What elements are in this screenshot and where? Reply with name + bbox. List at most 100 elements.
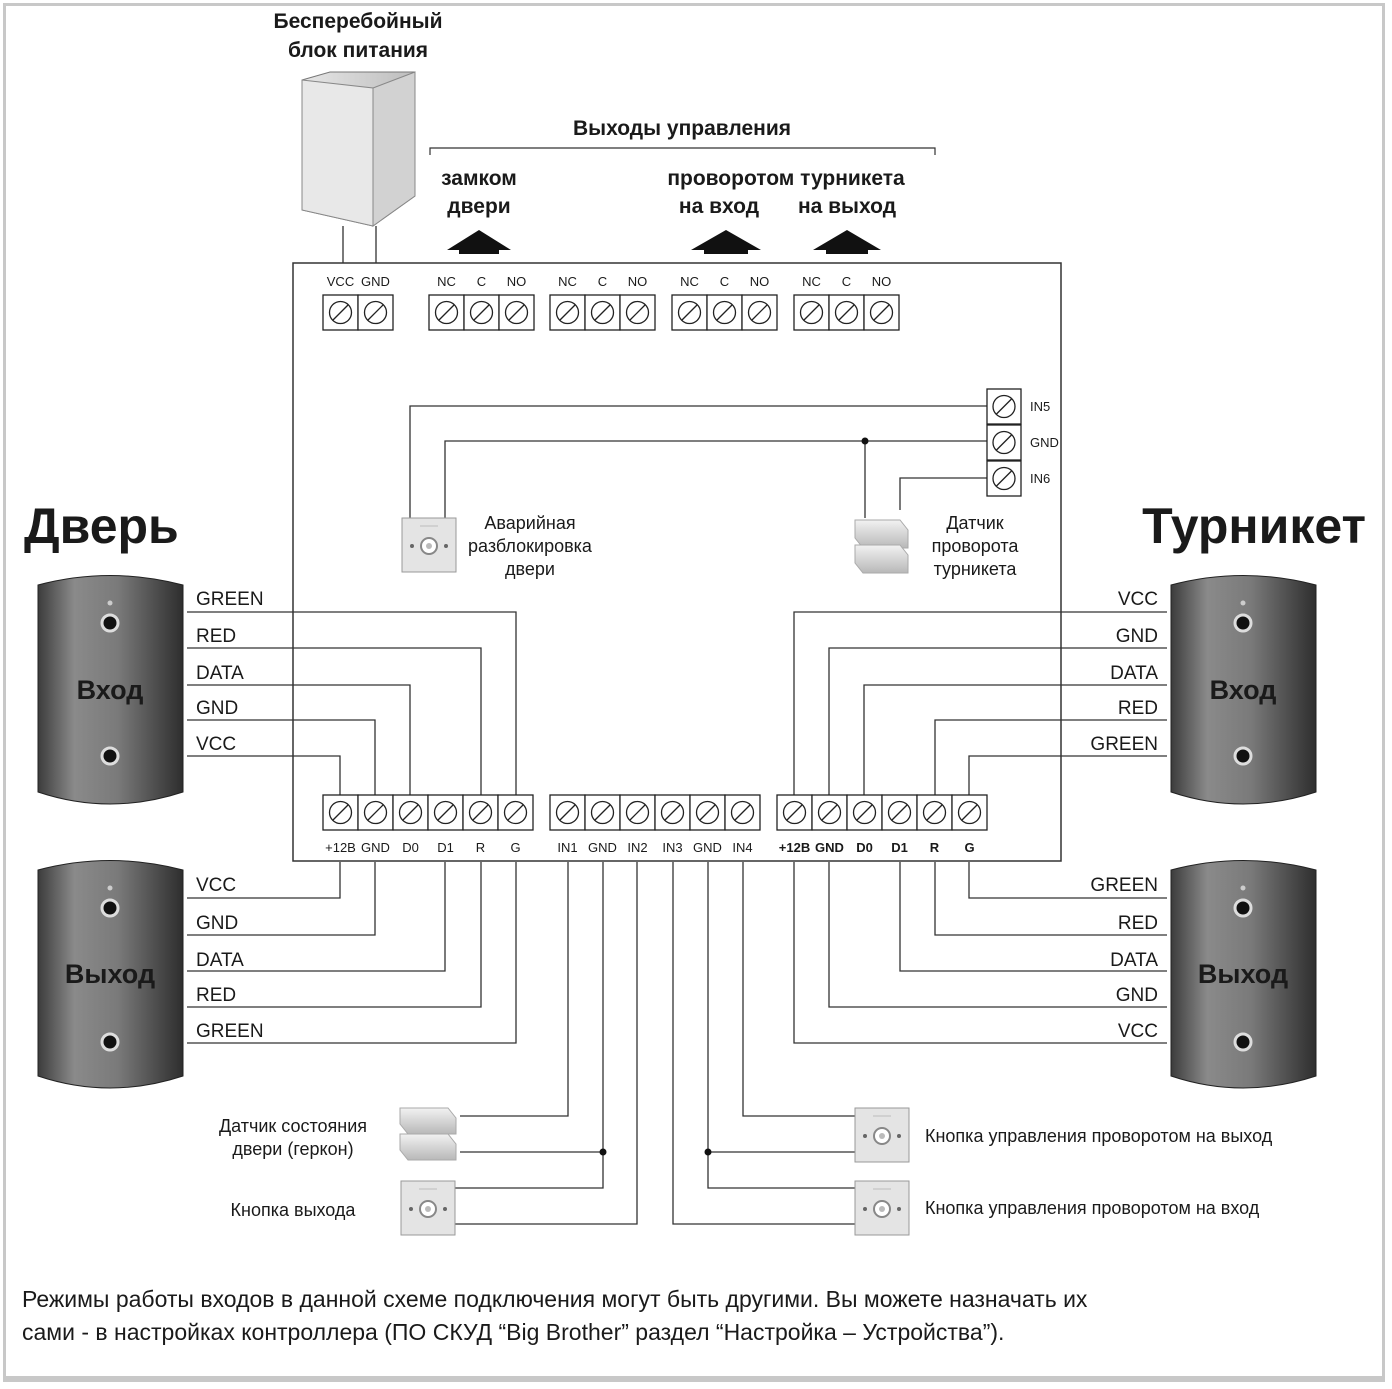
outputs-title: Выходы управления	[573, 117, 791, 140]
terminal-label: C	[598, 274, 607, 289]
screw-terminal-icon	[357, 294, 394, 331]
terminal-label: GND	[361, 840, 390, 855]
screw-terminal-icon	[619, 794, 656, 831]
wire-label: VCC	[196, 734, 236, 755]
turn-sensor-label-1: Датчик	[946, 513, 1003, 533]
wire-label: RED	[1118, 698, 1158, 719]
wire-label: GREEN	[196, 589, 264, 610]
screw-terminal-icon	[322, 794, 359, 831]
terminal-label: IN4	[732, 840, 752, 855]
out-turn-label: проворотом турникета	[667, 167, 905, 190]
screw-terminal-icon	[584, 794, 621, 831]
door-title: Дверь	[24, 498, 179, 554]
turn-sensor-label-2: проворота	[932, 536, 1020, 556]
terminal-label: GND	[693, 840, 722, 855]
screw-terminal-icon	[689, 794, 726, 831]
wire-label: VCC	[196, 875, 236, 896]
screw-terminal-icon	[706, 294, 743, 331]
exit-button-label: Кнопка выхода	[231, 1200, 357, 1220]
reader-label: Выход	[1198, 959, 1288, 989]
emergency-label-2: разблокировка	[468, 536, 593, 556]
screw-terminal-icon	[357, 794, 394, 831]
screw-terminal-icon	[392, 794, 429, 831]
wire-label: DATA	[1110, 663, 1158, 684]
wire-label: DATA	[196, 950, 244, 971]
outputs-bracket	[429, 147, 936, 155]
ups-label-1: Бесперебойный	[273, 10, 442, 33]
terminal-label: NO	[872, 274, 892, 289]
screw-terminal-icon	[811, 794, 848, 831]
turn-in-button-label: Кнопка управления проворотом на вход	[925, 1198, 1260, 1218]
terminal-label: NC	[558, 274, 577, 289]
wire-label: GREEN	[1090, 734, 1158, 755]
page-frame	[3, 3, 1385, 1382]
arrow-up-icon	[691, 230, 761, 254]
terminal-label: G	[964, 840, 974, 855]
terminal-label: GND	[815, 840, 844, 855]
screw-terminal-icon	[584, 294, 621, 331]
screw-terminal-icon	[654, 794, 691, 831]
terminal-label: C	[720, 274, 729, 289]
terminal-label: C	[477, 274, 486, 289]
terminal-label: NO	[507, 274, 527, 289]
wire-label: RED	[1118, 913, 1158, 934]
wire-label: RED	[196, 626, 236, 647]
terminal-label: GND	[361, 274, 390, 289]
door-sensor-label-2: двери (геркон)	[232, 1139, 353, 1159]
junction-dot	[861, 437, 869, 445]
terminal-label: VCC	[327, 274, 354, 289]
reader-label: Выход	[65, 959, 155, 989]
out-lock-label-1: замком	[441, 167, 517, 190]
screw-terminal-icon	[863, 294, 900, 331]
screw-terminal-icon	[549, 794, 586, 831]
screw-terminal-icon	[497, 794, 534, 831]
emergency-label-1: Аварийная	[484, 513, 575, 533]
screw-terminal-icon	[463, 294, 500, 331]
terminal-label: NC	[437, 274, 456, 289]
wire-labels: GREEN RED DATA GND VCC VCC GND DATA RED GREEN VCC G…	[196, 589, 1158, 1042]
screw-terminal-icon	[881, 794, 918, 831]
terminal-label: G	[510, 840, 520, 855]
reader-turnstile-in: Вход	[1170, 575, 1317, 805]
terminal-label: D1	[437, 840, 454, 855]
reader-door-out: Выход	[37, 860, 184, 1089]
screw-terminal-icon	[549, 294, 586, 331]
screw-terminal-icon	[793, 294, 830, 331]
screw-terminal-icon	[671, 294, 708, 331]
reader-label: Вход	[1210, 675, 1277, 705]
screw-terminal-icon	[619, 294, 656, 331]
wire-label: GREEN	[1090, 875, 1158, 896]
screw-terminal-icon	[427, 794, 464, 831]
turn-out-button-icon	[854, 1107, 910, 1163]
terminal-label: NC	[802, 274, 821, 289]
terminal-label: IN1	[557, 840, 577, 855]
screw-terminal-icon	[916, 794, 953, 831]
reed-sensor-icon	[854, 519, 909, 574]
terminal-label: GND	[1030, 435, 1059, 450]
terminal-label: NC	[680, 274, 699, 289]
screw-terminal-icon	[951, 794, 988, 831]
junction-dot	[599, 1148, 607, 1156]
wire-label: GND	[196, 913, 238, 934]
terminal-label: IN3	[662, 840, 682, 855]
wire-label: GND	[1116, 985, 1158, 1006]
screw-terminal-icon	[322, 294, 359, 331]
footnote-line-2: сами - в настройках контроллера (ПО СКУД…	[22, 1319, 1005, 1345]
output-arrows	[447, 230, 881, 254]
out-lock-label-2: двери	[447, 195, 510, 218]
screw-terminal-icon	[428, 294, 465, 331]
terminal-label: R	[476, 840, 485, 855]
ups-label-2: блок питания	[288, 39, 428, 62]
reader-turnstile-out: Выход	[1170, 860, 1317, 1089]
terminal-label: D0	[402, 840, 419, 855]
turnstile-title: Турникет	[1142, 498, 1366, 554]
screw-terminal-icon	[498, 294, 535, 331]
screw-terminal-icon	[986, 388, 1022, 425]
turn-out-button-label: Кнопка управления проворотом на выход	[925, 1126, 1273, 1146]
wire-label: VCC	[1118, 589, 1158, 610]
wire-label: GND	[196, 698, 238, 719]
emergency-label-3: двери	[505, 559, 555, 579]
turn-sensor-label-3: турникета	[934, 559, 1018, 579]
